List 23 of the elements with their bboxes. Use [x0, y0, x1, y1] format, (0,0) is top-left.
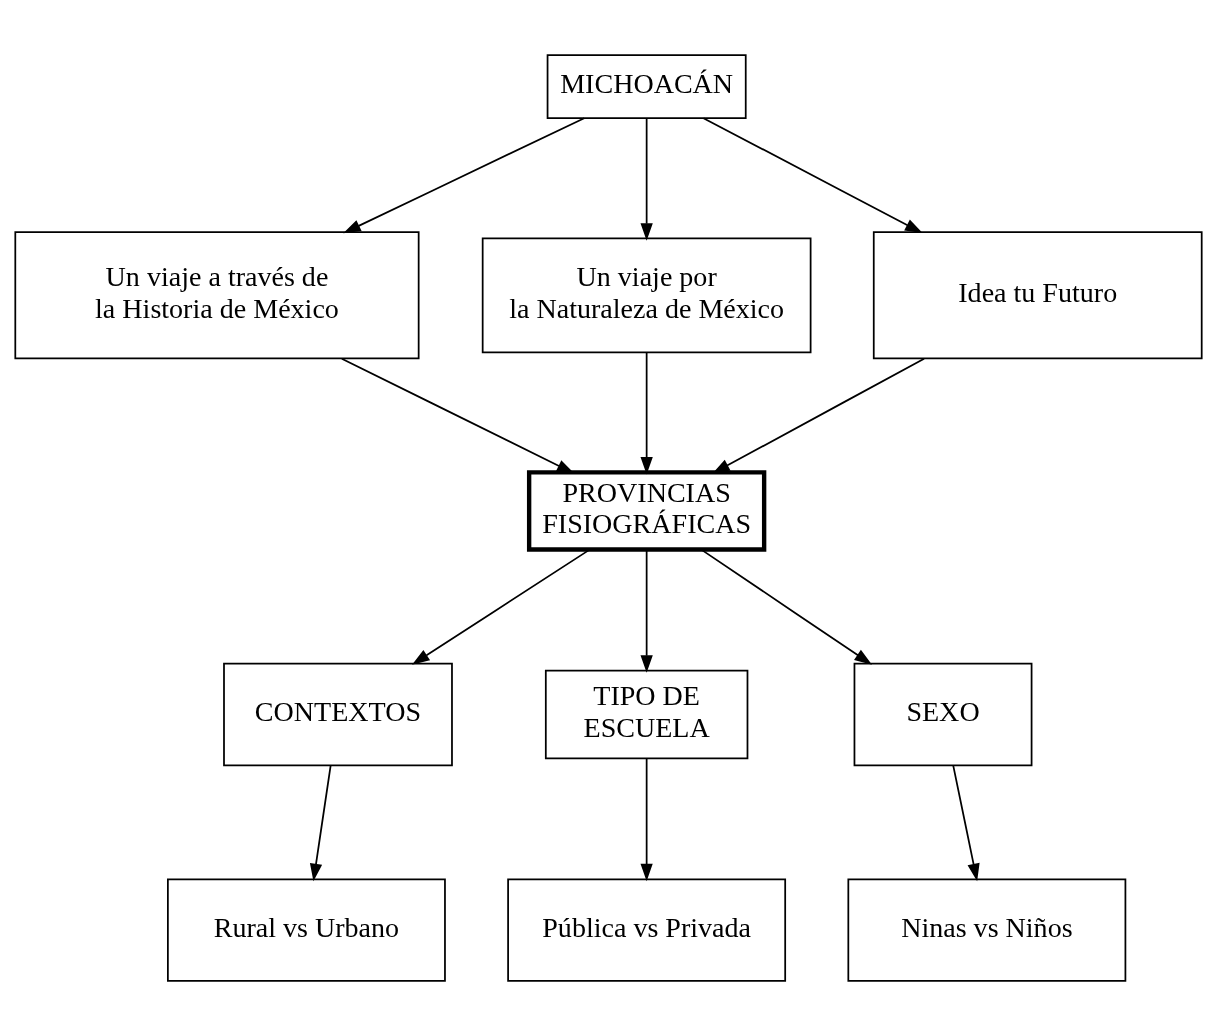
arrow: [343, 117, 586, 234]
node-box: PROVINCIAS FISIOGRÁFICAS: [526, 470, 767, 552]
arrow: [712, 357, 925, 474]
arrow: [412, 549, 591, 665]
node-box: Un viaje a través de la Historia de México: [14, 231, 420, 360]
arrow: [640, 117, 653, 241]
arrow: [340, 357, 575, 474]
node-box: CONTEXTOS: [223, 662, 453, 767]
arrow: [702, 117, 923, 234]
arrow: [952, 764, 980, 882]
arrow: [640, 351, 653, 475]
arrow: [700, 549, 872, 665]
node-box: TIPO DE ESCUELA: [544, 669, 749, 760]
node-box: Idea tu Futuro: [872, 231, 1203, 360]
node-box: Ninas vs Niños: [847, 878, 1127, 982]
arrow: [640, 757, 653, 882]
node-box: SEXO: [853, 662, 1033, 767]
arrow: [640, 549, 653, 673]
arrow: [309, 764, 332, 882]
node-box: Un viaje por la Naturaleza de México: [481, 237, 812, 354]
node-box: Pública vs Privada: [507, 878, 787, 982]
node-box: Rural vs Urbano: [167, 878, 446, 982]
node-box: MICHOACÁN: [546, 54, 747, 120]
